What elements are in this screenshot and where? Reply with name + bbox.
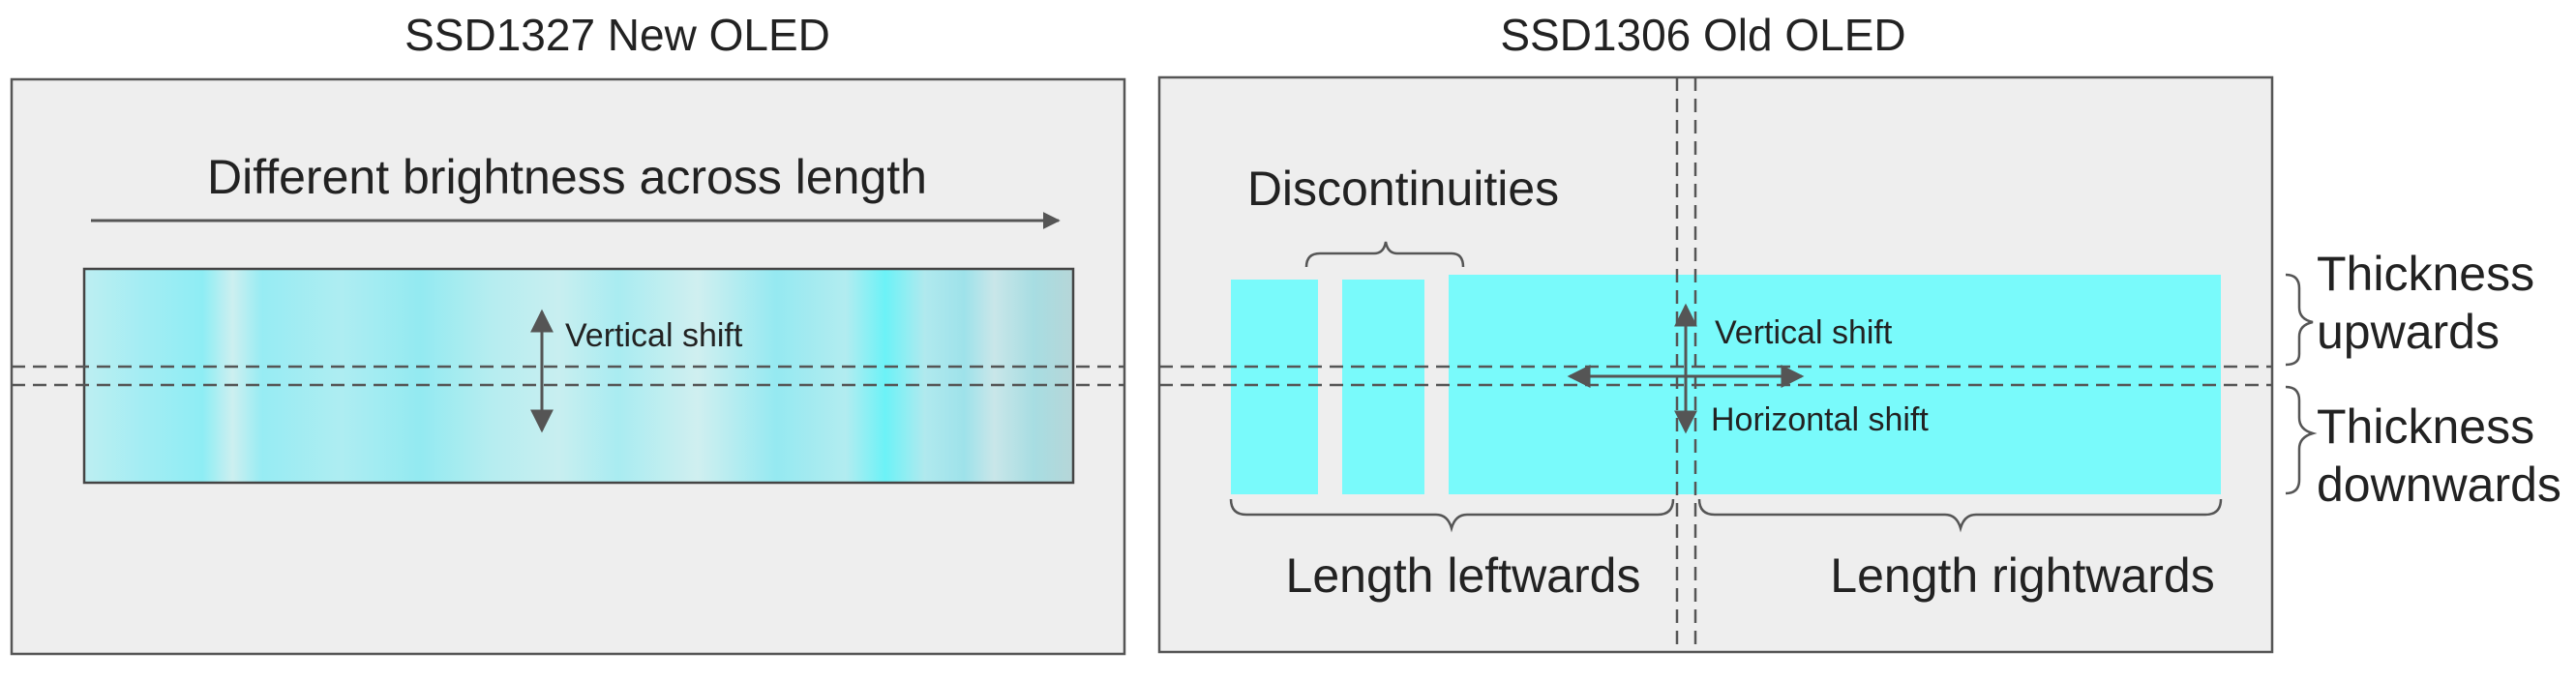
discontinuities-label: Discontinuities <box>1247 162 1559 216</box>
length-leftwards-label: Length leftwards <box>1286 548 1641 603</box>
oled-segment-1 <box>1231 280 1318 494</box>
length-rightwards-label: Length rightwards <box>1830 548 2214 603</box>
brightness-arrow-label: Different brightness across length <box>207 150 927 204</box>
right-panel: SSD1306 Old OLED Discontinuities Vertica… <box>1157 10 2274 654</box>
thickness-upwards-label-line1: Thickness <box>2317 247 2534 301</box>
thickness-downwards-brace <box>2285 385 2318 495</box>
thickness-annotations: Thickness upwards Thickness downwards <box>2285 247 2561 512</box>
thickness-upwards-brace <box>2285 273 2314 367</box>
thickness-downwards-label-line2: downwards <box>2317 458 2561 512</box>
length-leftwards-brace <box>1229 498 1675 533</box>
vertical-shift-label-left: Vertical shift <box>565 317 743 354</box>
left-panel-title: SSD1327 New OLED <box>404 10 830 60</box>
reference-lines <box>12 365 2272 387</box>
length-rightwards-brace <box>1697 498 2223 533</box>
oled-segment-2 <box>1342 280 1424 494</box>
oled-bar-gradient <box>82 267 1075 485</box>
right-panel-title: SSD1306 Old OLED <box>1500 10 1905 60</box>
horizontal-shift-label: Horizontal shift <box>1711 401 1929 438</box>
left-panel: SSD1327 New OLED Different brightness ac… <box>10 10 1126 656</box>
vertical-shift-label-right: Vertical shift <box>1715 314 1893 351</box>
thickness-downwards-label-line1: Thickness <box>2317 400 2534 454</box>
thickness-upwards-label-line2: upwards <box>2317 305 2500 359</box>
discontinuities-brace <box>1304 241 1465 268</box>
